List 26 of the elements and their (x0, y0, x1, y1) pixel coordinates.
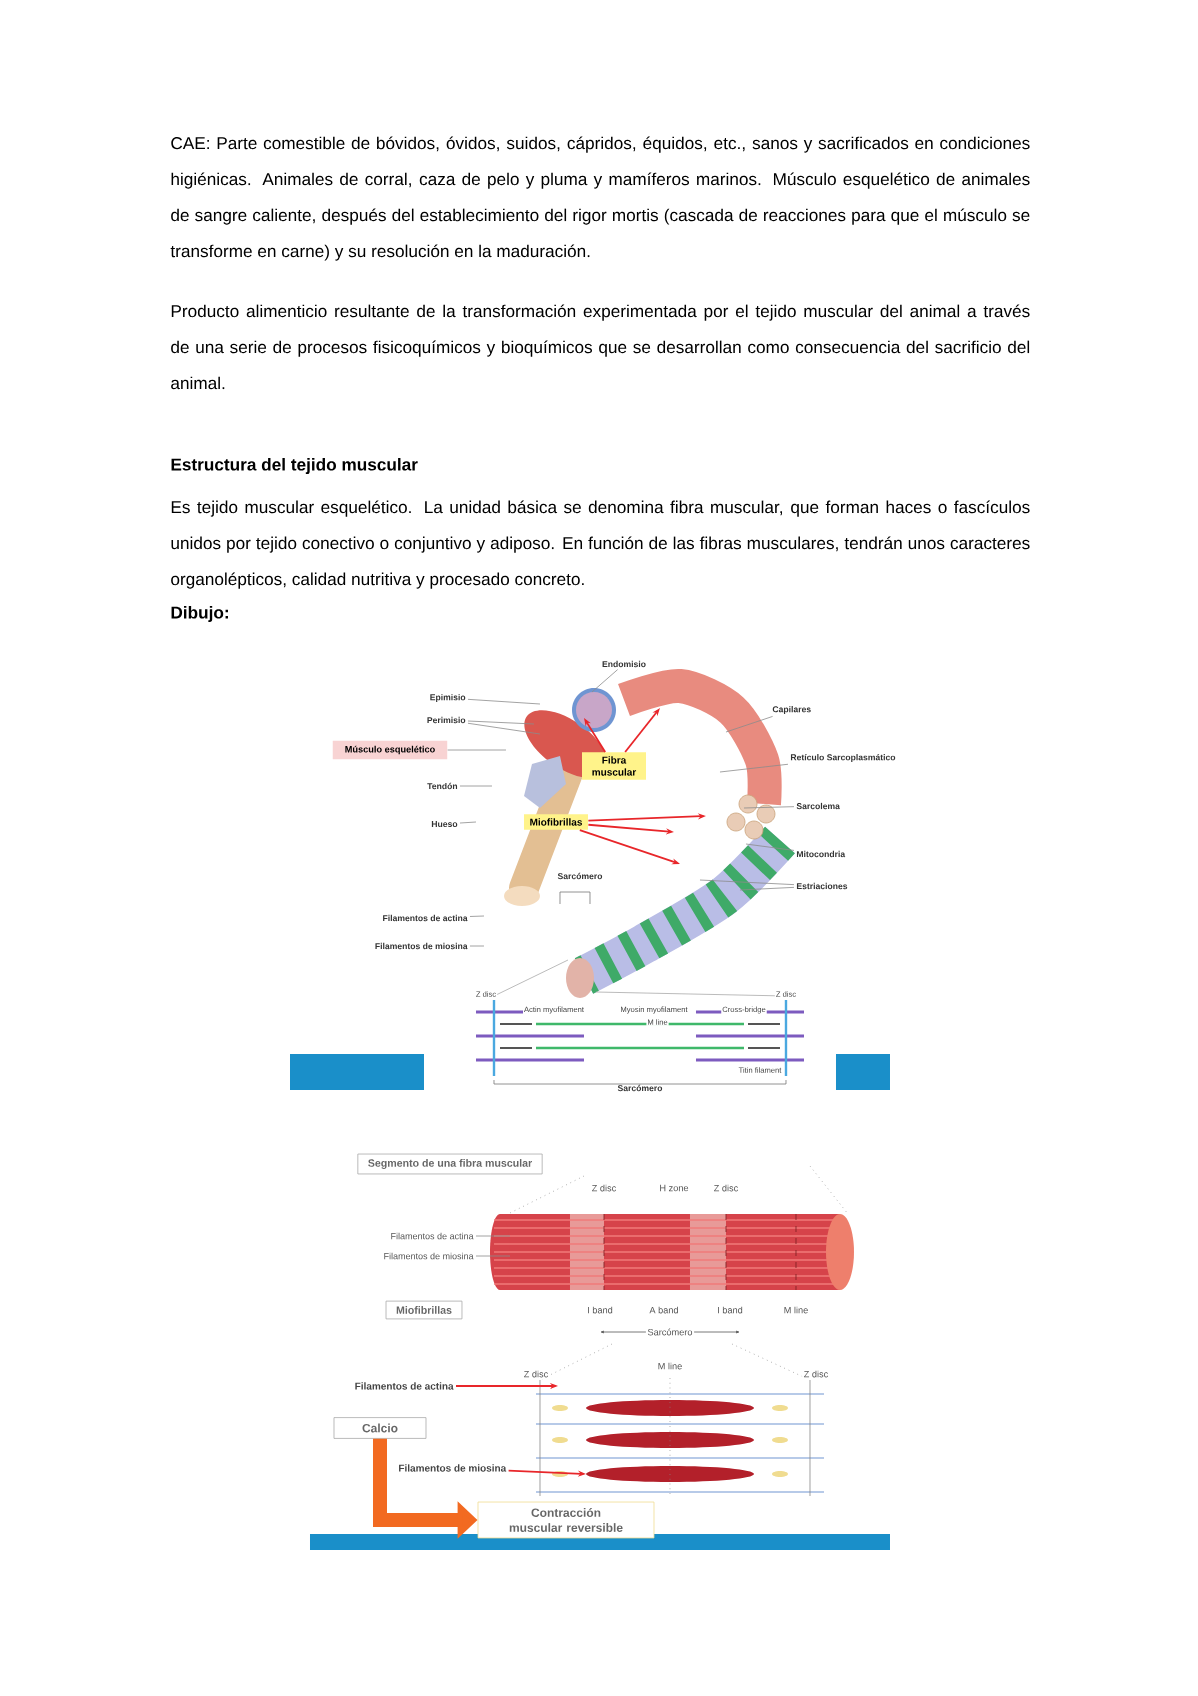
paragraph: Producto alimenticio resultante de la transformación experimentada por el tejido muscular del animal a través de una serie de procesos fisicoquímicos y bioquímicos que se desarrollan como consecuencia del sacrificio del animal. (171, 304, 1030, 390)
leader-line (743, 806, 795, 809)
section-heading: Estructura del tejido muscular (171, 458, 418, 475)
leader-line (739, 886, 795, 891)
leader-line (699, 879, 795, 886)
leader-line (719, 763, 789, 773)
sarcomere-drawing (535, 1343, 825, 1497)
leader-line (475, 1235, 511, 1237)
arrow (624, 708, 660, 753)
leader-line (591, 669, 619, 693)
section-heading: Dibujo: (171, 606, 228, 623)
leader-line (467, 722, 541, 735)
leader-line (467, 698, 541, 705)
leader-line (459, 821, 477, 824)
arrow (584, 718, 607, 753)
leader-line (469, 915, 485, 917)
leader-line (475, 1255, 511, 1257)
leader-line (467, 720, 535, 725)
paragraph: CAE: Parte comestible de bóvidos, óvidos, suidos, cápridos, équidos, etc., sanos y sacrificados en condiciones higiénicas. Animales de corral, caza de pelo y pluma y mamíferos marinos. Músculo esquelético de animales de sangre caliente, después del establecimiento del rigor mortis (cascada de reacciones para que el músculo se transforme en carne) y su resolución en la maduración. (170, 136, 1030, 261)
leader-line (725, 716, 773, 733)
leader-line (745, 843, 795, 851)
myofibril-drawing (490, 1165, 854, 1291)
paragraph: Es tejido muscular esquelético. La unidad básica se denomina fibra muscular, que forman haces o fascículos unidos por tejido conectivo o conjuntivo y adiposo. En función de las fibras musculares, tendrán unos caracteres organolépticos, calidad nutritiva y procesado concreto. (171, 500, 1030, 589)
leader-line (469, 945, 485, 947)
leader-line (447, 749, 507, 751)
leader-line (459, 785, 493, 787)
